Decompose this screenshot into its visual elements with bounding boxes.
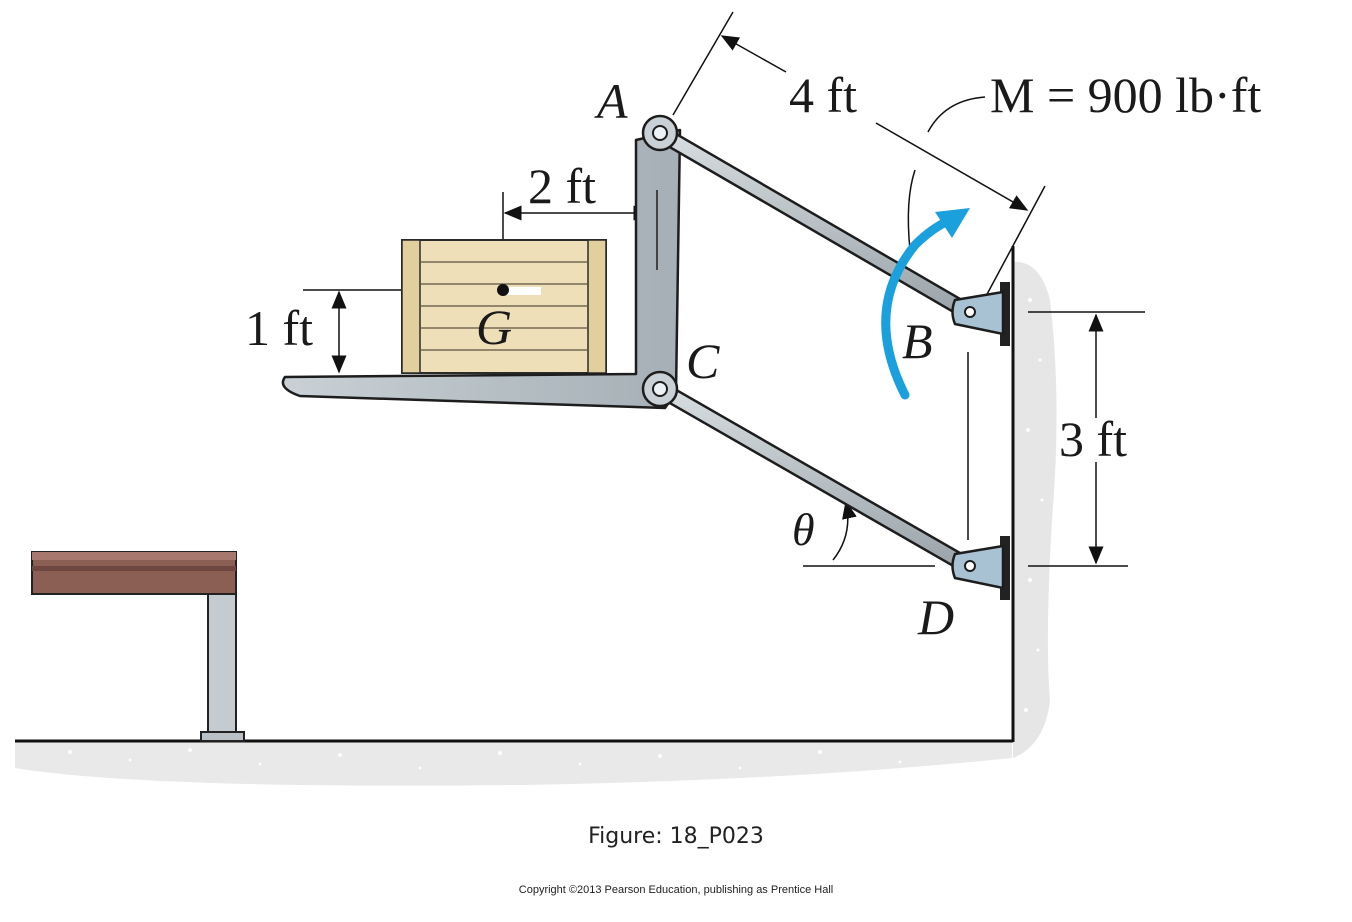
moment-label: M = 900 lb·ft bbox=[990, 67, 1261, 123]
link-AB bbox=[651, 124, 977, 321]
point-label-C: C bbox=[686, 333, 720, 389]
point-label-A: A bbox=[594, 73, 628, 129]
point-label-D: D bbox=[917, 589, 954, 645]
angle-label-theta: θ bbox=[792, 504, 815, 555]
bracket-B bbox=[951, 282, 1010, 346]
center-of-gravity-marker bbox=[497, 284, 509, 296]
pin-C bbox=[641, 370, 679, 408]
moment-arrow bbox=[881, 208, 970, 400]
ground bbox=[15, 739, 1013, 786]
bracket-D bbox=[951, 536, 1010, 600]
dimension-label-1ft: 1 ft bbox=[245, 300, 313, 356]
pin-A bbox=[641, 114, 679, 152]
figure-caption: Figure: 18_P023 bbox=[588, 824, 764, 849]
dimension-label-3ft: 3 ft bbox=[1059, 411, 1127, 467]
dimension-label-2ft: 2 ft bbox=[528, 158, 596, 214]
wall bbox=[1011, 246, 1057, 758]
point-label-G: G bbox=[476, 299, 512, 355]
copyright-notice: Copyright ©2013 Pearson Education, publi… bbox=[519, 884, 833, 896]
dimension-label-4ft: 4 ft bbox=[789, 67, 857, 123]
point-label-B: B bbox=[902, 313, 933, 369]
link-CD bbox=[651, 380, 977, 575]
crate bbox=[401, 239, 607, 374]
table bbox=[31, 551, 245, 742]
